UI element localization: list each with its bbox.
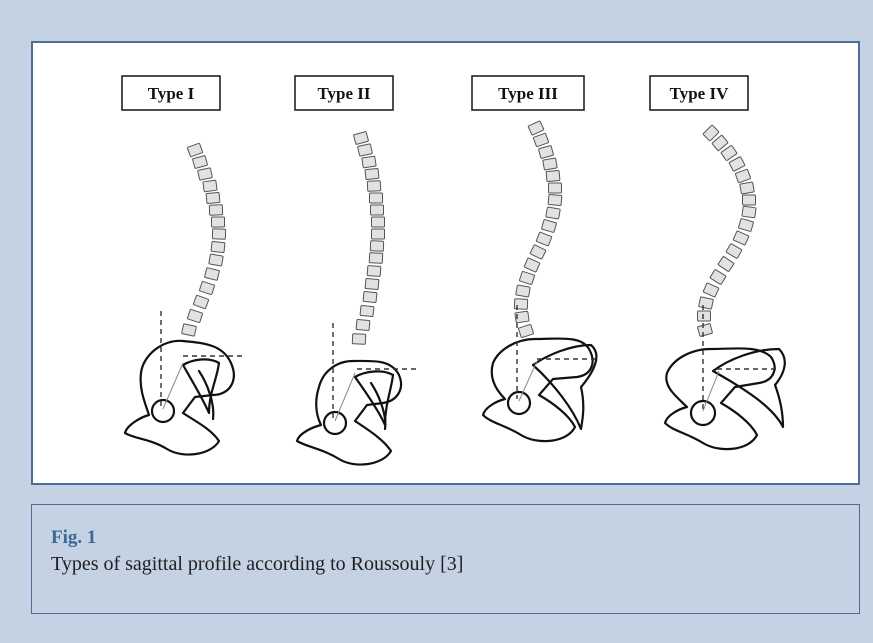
spine bbox=[514, 121, 562, 338]
reference-line-solid bbox=[335, 373, 355, 421]
pelvis bbox=[665, 348, 785, 449]
type-label: Type IV bbox=[670, 84, 729, 103]
spine-diagram: Type I bbox=[33, 43, 858, 483]
spine bbox=[697, 125, 756, 337]
type-label: Type II bbox=[317, 84, 370, 103]
pelvis bbox=[297, 361, 401, 465]
reference-line-solid bbox=[163, 363, 183, 409]
caption-box: Fig. 1 Types of sagittal profile accordi… bbox=[31, 504, 860, 614]
spine bbox=[182, 143, 226, 336]
panel-type-2: Type II bbox=[295, 76, 419, 465]
figure-number: Fig. 1 bbox=[51, 527, 96, 549]
figure-frame: Type I bbox=[31, 41, 860, 485]
spine bbox=[352, 131, 384, 344]
panel-type-4: Type IV bbox=[650, 76, 785, 449]
figure-caption: Types of sagittal profile according to R… bbox=[51, 553, 463, 576]
pelvis bbox=[483, 338, 596, 441]
type-label: Type I bbox=[148, 84, 195, 103]
type-label: Type III bbox=[498, 84, 558, 103]
panel-type-3: Type III bbox=[472, 76, 599, 441]
pelvis bbox=[125, 341, 234, 455]
panel-type-1: Type I bbox=[122, 76, 245, 455]
